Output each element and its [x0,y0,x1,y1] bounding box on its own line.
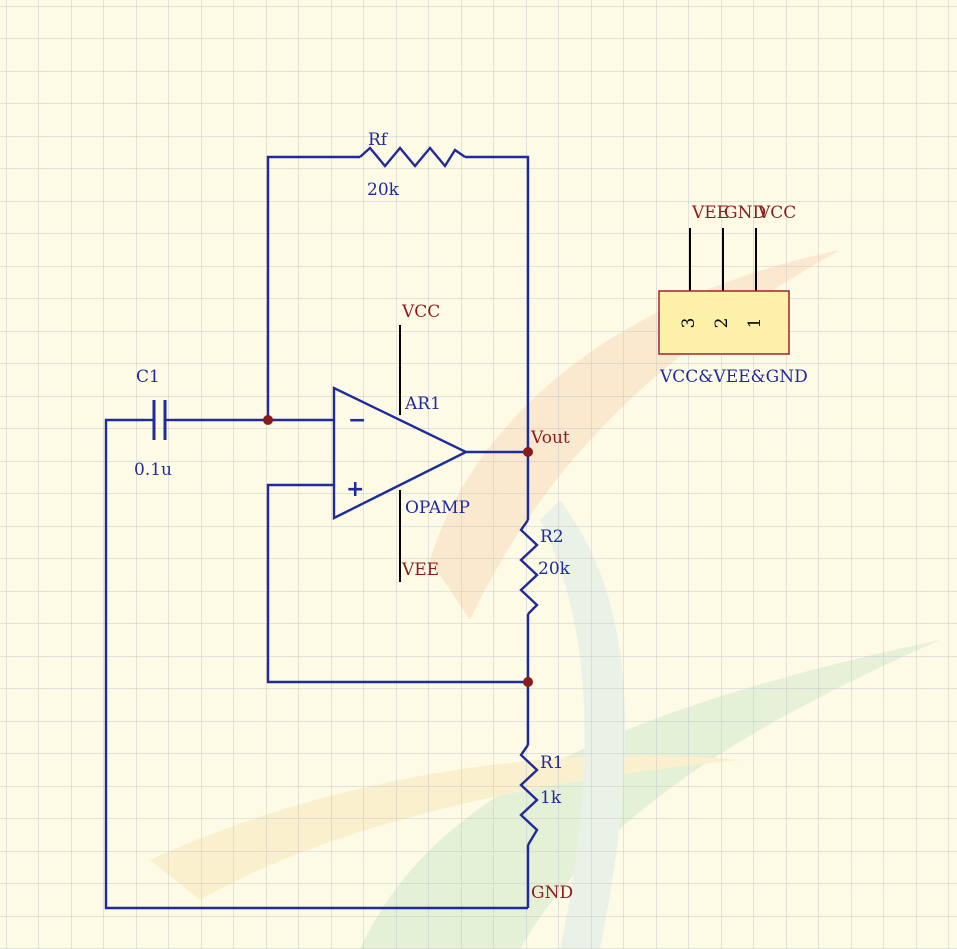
c1-value: 0.1u [134,460,172,480]
resistor-r1[interactable] [519,744,539,846]
junction-vout [523,447,533,457]
rf-value: 20k [367,180,400,200]
net-label-vout: Vout [530,428,570,448]
opamp-triangle [332,386,469,520]
r2-value: 20k [538,559,571,579]
net-label-vcc: VCC [401,302,440,322]
connector-power[interactable] [658,228,790,355]
opamp-ar1[interactable] [332,325,469,582]
opamp-plus-sign: + [346,477,364,502]
c1-designator: C1 [136,367,160,387]
junction-inverting [263,415,273,425]
resistor-rf-body [359,146,466,169]
wire-feedback-left[interactable] [266,155,360,420]
wire-feedback-right[interactable] [465,155,530,452]
resistor-rf[interactable] [359,146,466,169]
net-label-vee: VEE [401,560,439,580]
connector-body [658,290,790,355]
junction-divider [523,677,533,687]
connector-pin-number-1: 1 [745,318,765,329]
resistor-r2[interactable] [519,519,539,615]
opamp-designator: AR1 [404,394,441,414]
connector-pin-number-2: 2 [712,318,732,329]
opamp-type: OPAMP [405,498,470,518]
r1-value: 1k [540,788,562,808]
capacitor-c1[interactable] [144,400,175,440]
connector-label-vcc: VCC [757,203,796,223]
connector-name: VCC&VEE&GND [659,367,808,387]
connector-pin-number-3: 3 [679,318,699,329]
resistor-r2-body [519,519,539,615]
r1-designator: R1 [540,753,564,773]
wires [104,155,530,910]
opamp-minus-sign: − [348,408,366,433]
r2-designator: R2 [540,527,564,547]
connector-label-gnd: GND [724,203,766,223]
wire-noninverting-loop[interactable] [266,483,528,684]
resistor-r1-body [519,744,539,846]
wire-capacitor-to-gnd[interactable] [104,418,528,910]
rf-designator: Rf [368,130,389,150]
connector-label-vee: VEE [691,203,729,223]
net-label-gnd: GND [531,883,573,903]
